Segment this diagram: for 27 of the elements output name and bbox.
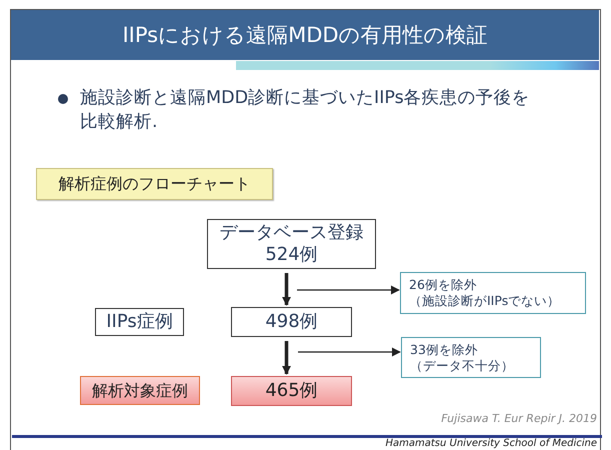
box-text: IIPs症例	[106, 310, 173, 334]
process-box	[231, 376, 352, 406]
arrow	[297, 286, 400, 294]
box-text: （施設診断がIIPsでない）	[409, 293, 560, 309]
box-text: データベース登録	[220, 222, 364, 244]
note-box	[400, 272, 586, 314]
box-text: （データ不十分）	[410, 358, 514, 374]
process-box	[231, 307, 352, 337]
arrow	[298, 348, 401, 356]
title-bar: IIPsにおける遠隔MDDの有用性の検証	[11, 10, 599, 60]
box-text: 解析症例のフローチャート	[58, 174, 250, 194]
process-box	[207, 219, 376, 269]
box-text: 498例	[265, 310, 318, 334]
bullet-text: 施設診断と遠隔MDD診断に基づいたIIPs各疾患の予後を比較解析.	[80, 87, 531, 134]
box-text: 解析対象症例	[92, 380, 188, 400]
process-box	[80, 376, 200, 405]
process-box	[95, 308, 184, 336]
box-text: 26例を除外	[409, 277, 477, 293]
box-text: 33例を除外	[410, 342, 478, 358]
box-text: 465例	[265, 380, 318, 402]
box-text: 524例	[265, 244, 318, 266]
note-box	[401, 337, 541, 378]
arrow	[282, 341, 291, 375]
citation: Fujisawa T. Eur Repir J. 2019	[441, 412, 597, 425]
arrow	[282, 273, 291, 306]
heading-box	[36, 168, 273, 200]
footer-text: Hamamatsu University School of Medicine	[385, 438, 597, 450]
